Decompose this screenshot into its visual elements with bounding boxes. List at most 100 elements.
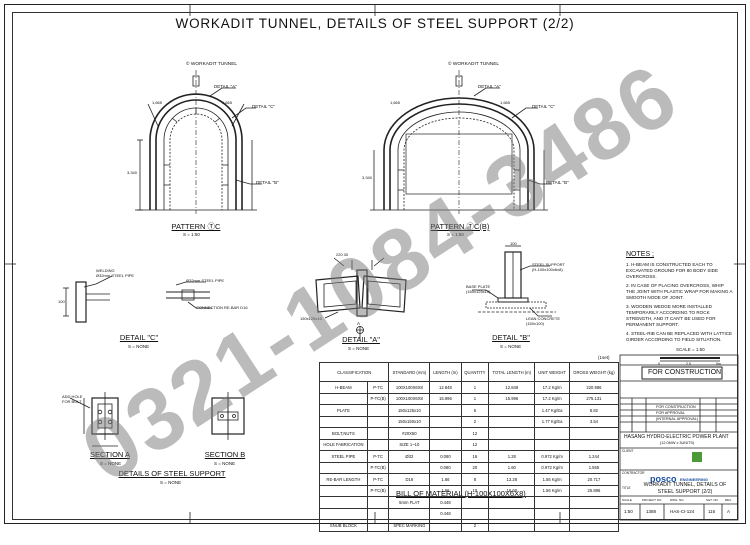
bom-cell	[568, 427, 620, 440]
bom-cell: 1.28	[488, 450, 536, 463]
bom-cell: H-BEAM	[319, 381, 368, 394]
detail-b-caption: DETAIL "B"	[492, 333, 530, 342]
pattern-tcb-caption: PATTERN ⓉC(B)	[430, 222, 490, 231]
pattern-tcb-top-label: © WORKADIT TUNNEL	[448, 62, 500, 67]
bom-cell	[534, 427, 570, 440]
notes-item: 4. STEEL-RIB CAN BE REPLACED WITH LATTIC…	[626, 331, 733, 342]
bom-cell	[319, 415, 368, 428]
bom-header: TOTAL LENGTH (m)	[488, 362, 536, 382]
bom-cell: P-TC(B)	[366, 484, 390, 497]
pattern-tc-scale: S = 1:50	[183, 232, 200, 237]
bom-cell: 1	[460, 392, 490, 405]
bom-cell	[488, 438, 536, 451]
detail-a-section-marker: A	[357, 321, 361, 326]
title-block-frame	[619, 354, 739, 521]
pattern-tc-detail-b-label: DETAIL "B"	[256, 180, 279, 185]
pattern-tcb-dim: 3,340	[362, 175, 373, 180]
bom-cell	[568, 519, 620, 532]
pattern-tcb-drawing	[370, 70, 552, 214]
bottom-header: PROJECT NO.	[642, 498, 663, 502]
detail-c-label: Ø32mm STEEL PIPE	[186, 278, 225, 283]
detail-c-label: CONNECTION RE-BAR D16	[196, 305, 248, 310]
bom-cell	[366, 415, 390, 428]
bom-cell	[429, 404, 462, 417]
detail-c-label: WELDING	[96, 268, 115, 273]
notes-title: NOTES ;	[626, 251, 655, 258]
bom-cell: 17.2 Kg/m	[534, 381, 570, 394]
bom-cell	[366, 427, 390, 440]
bom-cell: P-TC	[366, 450, 390, 463]
bom-cell: Ø32	[388, 450, 431, 463]
bom-cell: 1.66	[429, 473, 462, 486]
bom-cell: 15.996	[429, 392, 462, 405]
bom-cell: 8	[460, 473, 490, 486]
pattern-tcb-dim: 1,665	[500, 100, 511, 105]
detail-b-label: STEEL SUPPORT	[532, 262, 565, 267]
bom-header: UNIT WEIGHT	[534, 362, 570, 382]
bom-cell	[366, 438, 390, 451]
detail-a-label: 220 30	[336, 252, 349, 257]
bom-cell: 20	[460, 461, 490, 474]
bom-cell	[488, 519, 536, 532]
scale-tick: 5m	[716, 362, 721, 366]
section-a-label: ADD HOLE	[62, 394, 83, 399]
bom-cell	[319, 484, 368, 497]
details-steel-support-scale: S = NONE	[160, 480, 182, 485]
detail-a-label: 150x125x10	[300, 316, 322, 321]
bom-cell: STEEL PIPE	[319, 450, 368, 463]
bom-cell	[319, 507, 368, 520]
drawing-title: WORKADIT TUNNEL, DETAILS OF STEEL SUPPOR…	[175, 16, 575, 31]
bom-cell: 20.717	[568, 473, 620, 486]
bom-header: CLASSIFICATION	[318, 362, 390, 382]
bom-cell: HOLE FABRICATION	[319, 438, 368, 451]
bom-cell: #20X50	[388, 427, 431, 440]
bom-cell	[534, 496, 570, 509]
bom-cell	[429, 519, 462, 532]
bom-cell: P-TC(B)	[366, 461, 390, 474]
bom-cell	[366, 507, 390, 520]
bom-cell: D16	[388, 473, 431, 486]
bom-cell	[568, 496, 620, 509]
detail-a-scale: S = NONE	[348, 346, 370, 351]
bom-cell: 1.47 Kg/Ea	[534, 404, 570, 417]
detail-c-scale: S = NONE	[128, 344, 150, 349]
pattern-tc-detail-c-label: DETAIL "C"	[252, 104, 275, 109]
posco-logo-subtitle: ENGINEERING	[680, 477, 709, 482]
scale-label: SCALE = 1:50	[676, 347, 705, 352]
drawing-title-block-title: WORKADIT TUNNEL, DETAILS OF STEEL SUPPOR…	[643, 482, 727, 495]
bom-cell	[319, 461, 368, 474]
revision-row: FOR APPROVAL	[656, 411, 686, 415]
bom-cell: 8.82	[568, 404, 620, 417]
detail-c-label: 100	[58, 299, 65, 304]
bom-cell	[429, 438, 462, 451]
bom-cell: 12	[460, 438, 490, 451]
bom-cell: RE-BAR LENGTH	[319, 473, 368, 486]
section-a-drawing	[69, 392, 119, 447]
bom-cell	[388, 461, 431, 474]
pattern-tc-dim: 3,340	[127, 170, 138, 175]
detail-b-label: (150x100)	[526, 321, 545, 326]
bom-cell	[319, 496, 368, 509]
bottom-header: SCALE	[622, 498, 632, 502]
revision-row: (INTERNAL APPROVAL)	[656, 417, 699, 421]
pattern-tc-detail-a-label: DETAIL "A"	[214, 84, 237, 89]
bom-cell: 3.54	[568, 415, 620, 428]
bom-cell: 12.848	[429, 381, 462, 394]
bottom-value-sht-no: 116	[708, 509, 716, 514]
detail-b-label: LEAN CONCRETE	[526, 316, 561, 321]
drawing-linework	[4, 4, 746, 524]
bom-cell: 0.448	[429, 507, 462, 520]
pattern-tc-top-label: © WORKADIT TUNNEL	[186, 62, 238, 67]
bom-cell: 25.896	[568, 484, 620, 497]
scale-tick: 2.5	[686, 362, 691, 366]
detail-b-label: BASE PLATE	[466, 284, 491, 289]
bottom-header: SHT. NO.	[706, 498, 719, 502]
bottom-header: REV.	[725, 498, 732, 502]
detail-b-drawing	[472, 245, 556, 317]
